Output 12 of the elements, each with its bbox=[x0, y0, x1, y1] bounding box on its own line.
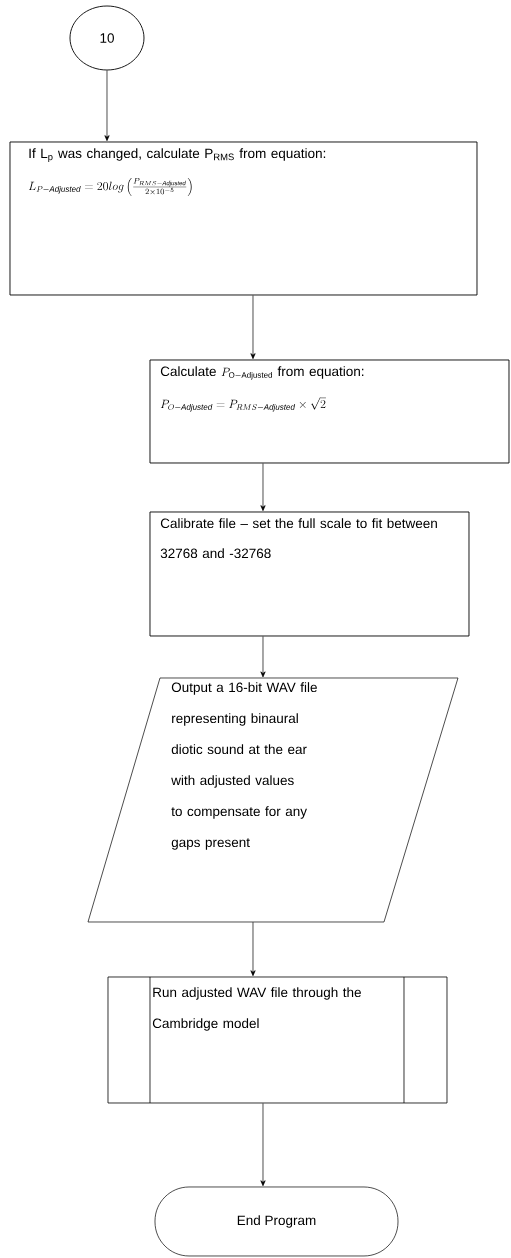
predefined-process-box: Run adjusted WAV file through the Cambridge model bbox=[107, 976, 448, 1104]
process-box: Calculate $P_{\mathrm{O{-}Adjusted}}$ from equation: $P_{O-\mathit{Adjusted}} = P_{RMS-\mathit{Adjusted}} \times \sqrt{2}$ bbox=[149, 359, 510, 464]
arrow bbox=[260, 1103, 266, 1187]
arrow bbox=[250, 921, 256, 977]
process-box: Calibrate file – set the full scale to fit between 32768 and -32768 bbox=[149, 511, 470, 637]
process-box: If L$_{p}$ was changed, calculate P$_{RMS}$ from equation: $L_{P-\mathit{Adjusted}} = 20log\left(\frac{P_{RMS-\mathit{Adjusted}}}{2{\times}10^{-5}}\right)$ bbox=[9, 141, 478, 296]
arrow bbox=[104, 70, 110, 141]
arrow bbox=[260, 636, 266, 678]
terminator: End Program bbox=[154, 1186, 399, 1257]
input-output-parallelogram: Output a 16-bit WAV file representing binaural diotic sound at the ear with adjusted values to compensate for any gaps present bbox=[87, 677, 459, 923]
arrow bbox=[250, 295, 256, 359]
arrow bbox=[260, 463, 266, 511]
